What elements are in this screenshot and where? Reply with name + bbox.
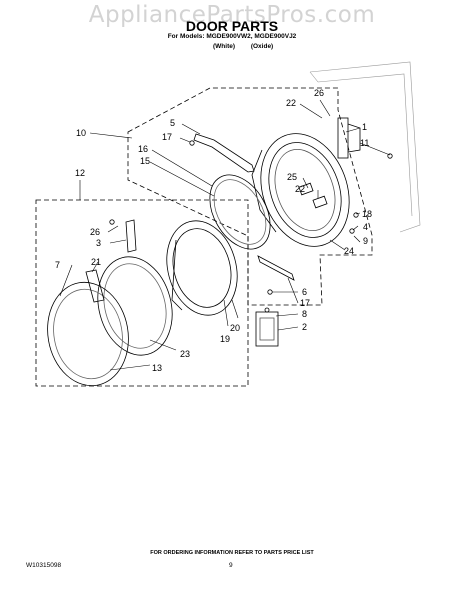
callout-22: 22 — [286, 98, 296, 108]
callout-15: 15 — [140, 156, 150, 166]
document-number: W10315098 — [26, 562, 62, 569]
callout-23: 23 — [180, 349, 190, 359]
callout-12: 12 — [75, 168, 85, 178]
outer-door-panel — [47, 281, 129, 387]
door-glass — [209, 174, 271, 250]
callout-19: 19 — [220, 334, 230, 344]
inner-door-frame — [166, 220, 238, 316]
callout-25: 25 — [287, 172, 297, 182]
callout-4: 4 — [363, 222, 368, 232]
callout-21: 21 — [91, 257, 101, 267]
hinge — [337, 117, 361, 159]
color-variants: (White) (Oxide) — [213, 43, 274, 50]
door-liner — [97, 256, 173, 356]
callout-labels: 26 22 1 11 5 10 17 16 15 25 22 12 18 4 9… — [55, 88, 372, 373]
callout-26: 26 — [314, 88, 324, 98]
callout-18: 18 — [362, 209, 372, 219]
callout-17: 17 — [162, 132, 172, 142]
callout-17b: 17 — [300, 298, 310, 308]
callout-9: 9 — [363, 236, 368, 246]
callout-3: 3 — [96, 238, 101, 248]
handle-bar — [193, 133, 255, 173]
latch-bracket — [257, 255, 295, 281]
door-assembly-boundary — [127, 87, 373, 306]
hinge-bracket — [125, 219, 137, 253]
screw-icons — [109, 140, 393, 295]
inner-handle — [85, 269, 105, 303]
door-liner-inner — [103, 263, 167, 349]
page-number: 9 — [229, 562, 233, 569]
page-title: DOOR PARTS — [185, 18, 279, 34]
callout-2: 2 — [302, 322, 307, 332]
callout-16: 16 — [138, 144, 148, 154]
strike-assembly — [255, 307, 279, 347]
callout-22b: 22 — [295, 184, 305, 194]
callout-26b: 26 — [90, 227, 100, 237]
callout-1: 1 — [362, 122, 367, 132]
callout-10: 10 — [76, 128, 86, 138]
callout-6: 6 — [302, 287, 307, 297]
leader-lines — [59, 99, 391, 371]
callout-11: 11 — [360, 138, 369, 148]
ordering-note: FOR ORDERING INFORMATION REFER TO PARTS … — [150, 550, 314, 556]
models-line: For Models: MGDE900VW2, MGDE900VJ2 — [167, 33, 297, 40]
callout-24: 24 — [344, 246, 354, 256]
inner-door-boundary — [35, 199, 249, 387]
callout-8: 8 — [302, 309, 307, 319]
callout-7: 7 — [55, 260, 60, 270]
callout-5: 5 — [170, 118, 175, 128]
cabinet-outline — [309, 61, 421, 233]
watermark: AppliancePartsPros.com — [88, 2, 376, 28]
callout-20: 20 — [230, 323, 240, 333]
callout-13: 13 — [152, 363, 162, 373]
